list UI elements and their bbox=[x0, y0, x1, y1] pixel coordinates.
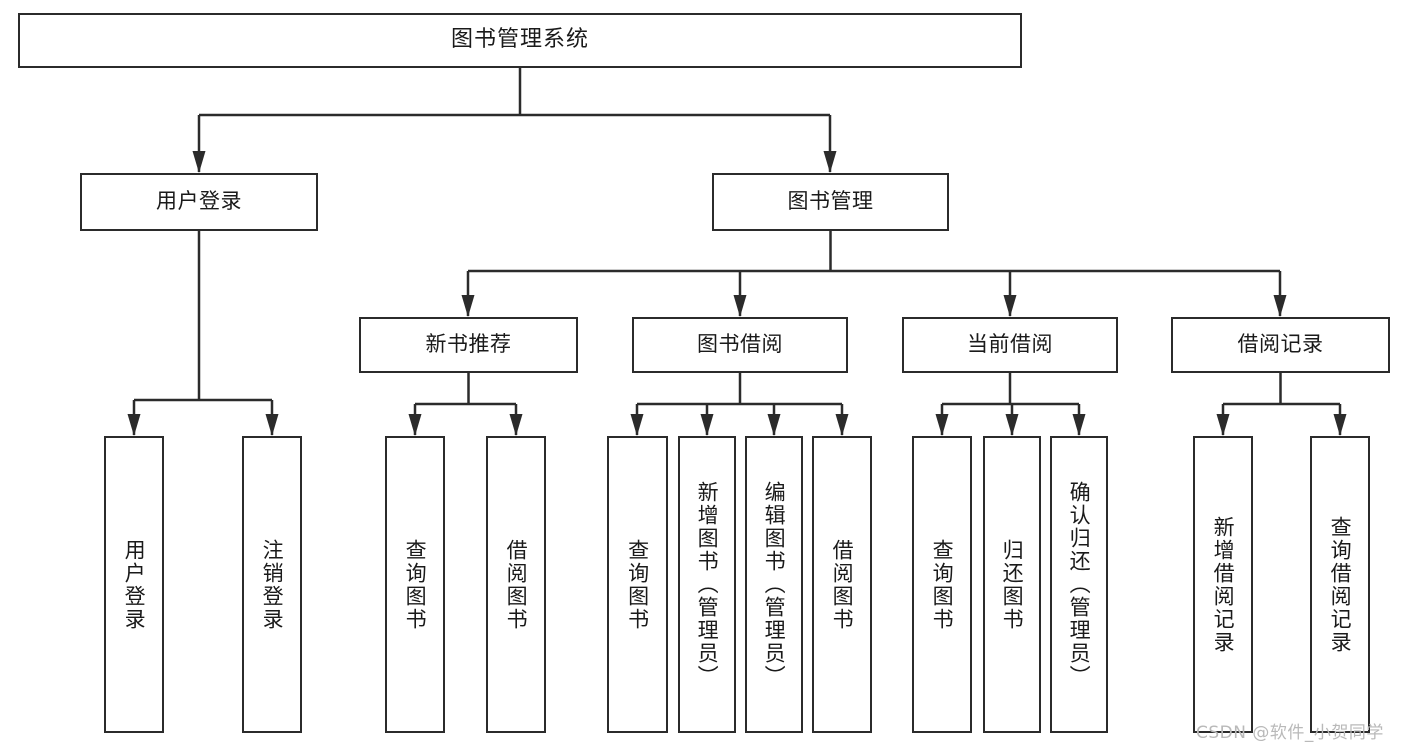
arrowhead bbox=[1072, 414, 1086, 436]
node-leaf-10: 确认归还（管理员） bbox=[1050, 436, 1108, 733]
node-label: 查询图书 bbox=[403, 538, 428, 631]
node-leaf-4: 查询图书 bbox=[607, 436, 668, 733]
node-leaf-11: 新增借阅记录 bbox=[1193, 436, 1253, 733]
arrowhead bbox=[408, 414, 422, 436]
node-leaf-2: 查询图书 bbox=[385, 436, 445, 733]
node-level2-0: 用户登录 bbox=[80, 173, 318, 231]
arrowhead bbox=[192, 151, 206, 173]
node-root: 图书管理系统 bbox=[18, 13, 1022, 68]
arrowhead bbox=[823, 151, 837, 173]
node-label: 注销登录 bbox=[260, 538, 285, 631]
node-leaf-8: 查询图书 bbox=[912, 436, 972, 733]
node-label: 归还图书 bbox=[1000, 538, 1025, 631]
arrowhead bbox=[1333, 414, 1347, 436]
node-label: 图书管理系统 bbox=[450, 27, 589, 53]
arrowhead bbox=[835, 414, 849, 436]
node-label: 借阅图书 bbox=[830, 538, 855, 631]
node-label: 确认归还（管理员） bbox=[1067, 481, 1092, 688]
node-label: 查询图书 bbox=[625, 538, 650, 631]
arrowhead bbox=[767, 414, 781, 436]
node-label: 用户登录 bbox=[122, 538, 147, 631]
node-leaf-7: 借阅图书 bbox=[812, 436, 872, 733]
arrowhead bbox=[265, 414, 279, 436]
node-leaf-5: 新增图书（管理员） bbox=[678, 436, 736, 733]
arrowhead bbox=[1216, 414, 1230, 436]
node-level3-1: 图书借阅 bbox=[632, 317, 848, 373]
node-label: 图书借阅 bbox=[697, 332, 783, 357]
node-label: 查询图书 bbox=[930, 538, 955, 631]
node-label: 新增图书（管理员） bbox=[695, 481, 720, 688]
node-leaf-12: 查询借阅记录 bbox=[1310, 436, 1370, 733]
arrowhead bbox=[127, 414, 141, 436]
node-leaf-3: 借阅图书 bbox=[486, 436, 546, 733]
arrowhead bbox=[1005, 414, 1019, 436]
node-leaf-6: 编辑图书（管理员） bbox=[745, 436, 803, 733]
node-label: 当前借阅 bbox=[967, 332, 1053, 357]
node-leaf-0: 用户登录 bbox=[104, 436, 164, 733]
arrowhead bbox=[1273, 295, 1287, 317]
node-level3-2: 当前借阅 bbox=[902, 317, 1118, 373]
node-level3-0: 新书推荐 bbox=[359, 317, 578, 373]
node-label: 新书推荐 bbox=[425, 332, 512, 357]
arrowhead bbox=[1003, 295, 1017, 317]
arrowhead bbox=[733, 295, 747, 317]
arrowhead bbox=[461, 295, 475, 317]
node-label: 查询借阅记录 bbox=[1328, 515, 1353, 654]
node-label: 借阅图书 bbox=[504, 538, 529, 631]
node-label: 用户登录 bbox=[156, 189, 242, 214]
arrowhead bbox=[700, 414, 714, 436]
node-leaf-9: 归还图书 bbox=[983, 436, 1041, 733]
node-level2-1: 图书管理 bbox=[712, 173, 949, 231]
arrowhead bbox=[935, 414, 949, 436]
node-level3-3: 借阅记录 bbox=[1171, 317, 1390, 373]
node-label: 借阅记录 bbox=[1237, 332, 1324, 357]
arrowhead bbox=[630, 414, 644, 436]
node-label: 新增借阅记录 bbox=[1211, 515, 1236, 654]
node-label: 编辑图书（管理员） bbox=[762, 481, 787, 688]
node-label: 图书管理 bbox=[787, 189, 874, 214]
node-leaf-1: 注销登录 bbox=[242, 436, 302, 733]
csdn-watermark: CSDN @软件_小贺同学 bbox=[1196, 723, 1384, 743]
arrowhead bbox=[509, 414, 523, 436]
